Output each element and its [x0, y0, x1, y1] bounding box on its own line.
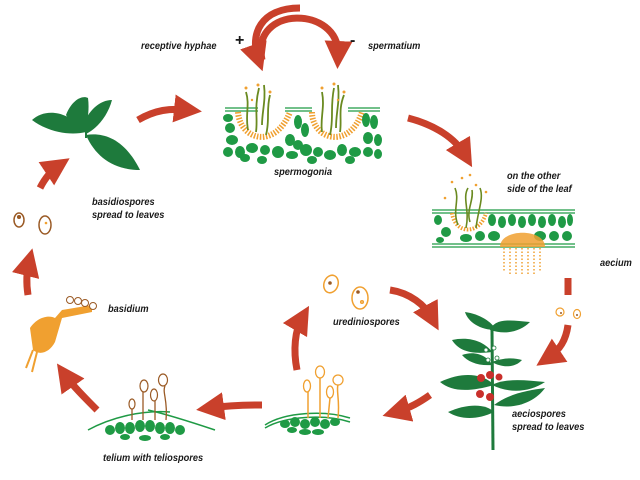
uredinium-icon — [264, 365, 351, 435]
arrow-mating-loop — [257, 14, 353, 69]
coffee-plant-icon — [440, 312, 545, 451]
minus-sign: - — [350, 32, 356, 49]
aecium-tissue-icon — [432, 173, 575, 276]
leaf-cluster-icon — [32, 97, 140, 170]
arrow-spermogonia-to-otherside — [407, 114, 473, 168]
basidiospore-pair-icon — [13, 212, 52, 235]
label-aecium: aecium — [600, 257, 632, 269]
label-spermogonia: spermogonia — [274, 166, 333, 178]
label-telium: telium with teliospores — [103, 452, 204, 464]
arrow-uredinia-to-telium — [196, 392, 263, 421]
label-urediniospores: urediniospores — [333, 316, 400, 328]
label-aeciospores-line2: spread to leaves — [512, 421, 585, 433]
arrow-mating-loop-left — [240, 4, 301, 72]
spermogonia-tissue-icon — [223, 82, 382, 164]
plus-sign: + — [235, 32, 245, 49]
label-aeciospores-line1: aeciospores — [512, 408, 566, 420]
label-receptive-hyphae: receptive hyphae — [141, 40, 217, 52]
label-basidiospores-line1: basidiospores — [92, 196, 155, 208]
arrow-basidiospores-to-leaves — [36, 158, 70, 190]
label-other-side-line1: on the other — [507, 170, 561, 182]
telium-icon — [87, 373, 216, 441]
arrow-aeciospores-to-plant — [536, 324, 572, 366]
arrow-basidium-up — [12, 248, 40, 296]
label-spermatium: spermatium — [368, 40, 421, 52]
label-basidium: basidium — [108, 303, 149, 315]
arrow-telium-to-basidium — [56, 363, 100, 413]
arrow-uredinia-to-urediniospores — [282, 305, 310, 371]
arrow-urediniospores-to-plant — [389, 286, 439, 331]
urediniospore-icon — [322, 274, 369, 310]
aeciospore-icon — [555, 307, 582, 320]
arrow-plant-to-uredinia — [382, 392, 433, 422]
arrow-basidiospores-to-spermogonia — [136, 94, 202, 124]
label-basidiospores-line2: spread to leaves — [92, 209, 165, 221]
label-other-side-line2: side of the leaf — [507, 183, 572, 195]
basidium-icon — [25, 296, 97, 373]
